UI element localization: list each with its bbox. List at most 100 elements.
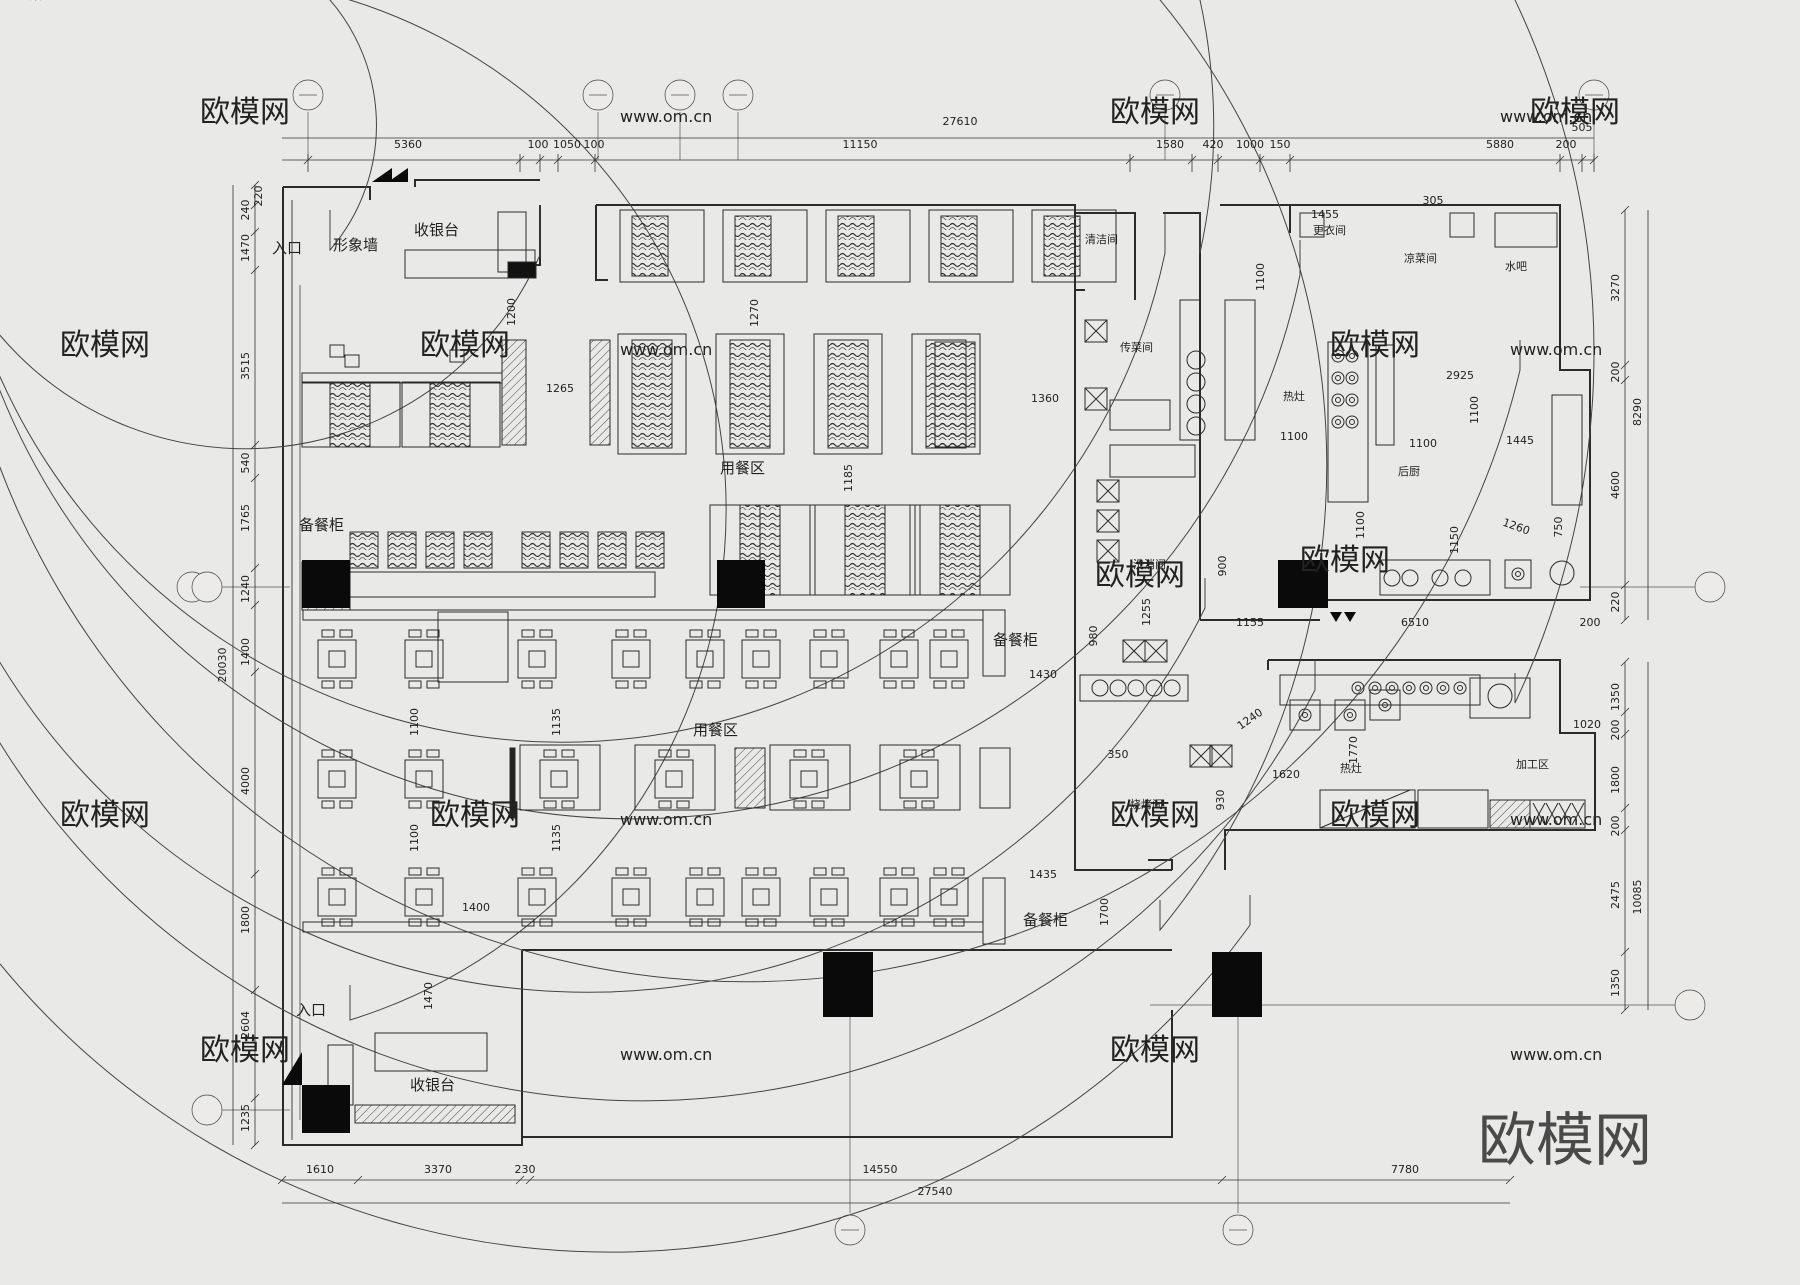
burner: [1436, 681, 1450, 695]
booth-table: [827, 339, 869, 449]
dim-interior: 750: [1552, 517, 1565, 538]
planter: [734, 747, 766, 809]
dim-left-seg: 1240: [239, 575, 252, 603]
chair: [633, 629, 647, 638]
dim-top-seg: 1580: [1156, 138, 1184, 151]
watermark-logo: 欧模网: [1095, 558, 1185, 593]
equipment: [1084, 387, 1108, 411]
chair: [707, 629, 721, 638]
chair: [633, 680, 647, 689]
axis-grid-lines: [176, 79, 1726, 1246]
burner: [1511, 567, 1525, 581]
dim-interior: 1240: [1235, 706, 1265, 733]
chair: [813, 680, 827, 689]
wall-segment: [283, 186, 371, 200]
burner-inner: [1406, 685, 1412, 691]
chair: [903, 749, 917, 758]
dim-tick: [250, 985, 260, 995]
dim-top-seg: 5360: [394, 138, 422, 151]
dim-right-total: 8290: [1631, 398, 1644, 426]
booth-table: [934, 341, 976, 448]
table-top: [910, 770, 928, 788]
dim-tick: [1620, 803, 1630, 813]
dim-left-seg: 1400: [239, 638, 252, 666]
dim-interior: 1135: [550, 824, 563, 852]
stove-hood: [1327, 341, 1369, 503]
equipment: [1096, 509, 1120, 533]
cashier-counter: [374, 1032, 488, 1072]
chair: [615, 629, 629, 638]
sink-unit: [1529, 799, 1586, 829]
watermark-logo: 欧模网: [200, 95, 290, 130]
chair: [921, 749, 935, 758]
booth-table: [940, 215, 978, 277]
dim-interior: 1135: [550, 708, 563, 736]
burner: [1343, 708, 1357, 722]
pot: [1186, 416, 1206, 436]
dim-interior: 1400: [462, 901, 490, 914]
chair: [408, 680, 422, 689]
door-swing: [0, 205, 541, 450]
chair: [707, 867, 721, 876]
dim-right-seg: 200: [1609, 816, 1622, 837]
booth-table: [939, 504, 981, 596]
booth-table: [837, 215, 875, 277]
booth-table: [844, 504, 886, 596]
table: [685, 639, 725, 679]
table: [879, 877, 919, 917]
dim-right-seg: 200: [1609, 720, 1622, 741]
pot: [1186, 372, 1206, 392]
dim-top-total: 27610: [943, 115, 978, 128]
table-top: [328, 770, 346, 788]
table-top: [622, 650, 640, 668]
dimensions-left: 240 220 1470 3515 540 1765 1240 1400 400…: [216, 186, 265, 1133]
dim-bottom-seg: 7780: [1391, 1163, 1419, 1176]
booth: [619, 209, 705, 283]
table: [741, 639, 781, 679]
dim-tick: [515, 1175, 525, 1185]
booth-outline: [401, 381, 501, 448]
furniture: [301, 209, 1586, 1124]
watermark-logo: 欧模网: [200, 1033, 290, 1068]
burner-inner: [1372, 685, 1378, 691]
prep-table: [1417, 789, 1489, 829]
chair: [561, 800, 575, 809]
table: [611, 639, 651, 679]
dim-top-seg: 100: [528, 138, 549, 151]
pot: [1401, 569, 1419, 587]
table: [404, 877, 444, 917]
booth: [825, 209, 911, 283]
burner-inner: [1335, 375, 1341, 381]
dim-interior: 1100: [1280, 430, 1308, 443]
dim-tick: [250, 440, 260, 450]
structural-columns: [282, 168, 1356, 1133]
walls: [0, 0, 1596, 1253]
table: [741, 877, 781, 917]
column: [717, 560, 765, 608]
booth-outline: [301, 381, 401, 448]
dim-interior: 1700: [1098, 898, 1111, 926]
booth-table: [631, 215, 669, 277]
dim-bottom-seg: 1610: [306, 1163, 334, 1176]
dim-interior: 2925: [1446, 369, 1474, 382]
chair: [745, 629, 759, 638]
door-swing: [0, 895, 1251, 1253]
service-cabinet: [982, 609, 1006, 677]
counter-tiles: [354, 1104, 516, 1124]
stool: [387, 531, 417, 569]
burner-inner: [1335, 397, 1341, 403]
chair: [321, 749, 335, 758]
booth-outline: [909, 504, 1011, 596]
stool: [559, 531, 589, 569]
table-top: [696, 888, 714, 906]
door-swing: [35, 0, 727, 1021]
dim-interior: 1100: [1254, 263, 1267, 291]
pot: [1383, 569, 1401, 587]
table-top: [665, 770, 683, 788]
dim-tick: [1505, 1175, 1515, 1185]
watermarks: 欧模网欧模网欧模网欧模网欧模网欧模网欧模网欧模网欧模网欧模网欧模网欧模网欧模网欧…: [60, 95, 1620, 1068]
table: [517, 877, 557, 917]
chair: [543, 749, 557, 758]
planter: [979, 747, 1011, 809]
burner: [1331, 371, 1345, 385]
